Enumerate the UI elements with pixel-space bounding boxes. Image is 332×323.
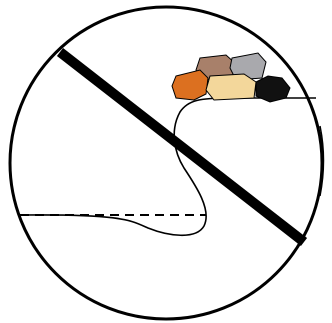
rock-yellow-icon: [206, 74, 256, 100]
circle-frame-icon: [10, 7, 322, 319]
